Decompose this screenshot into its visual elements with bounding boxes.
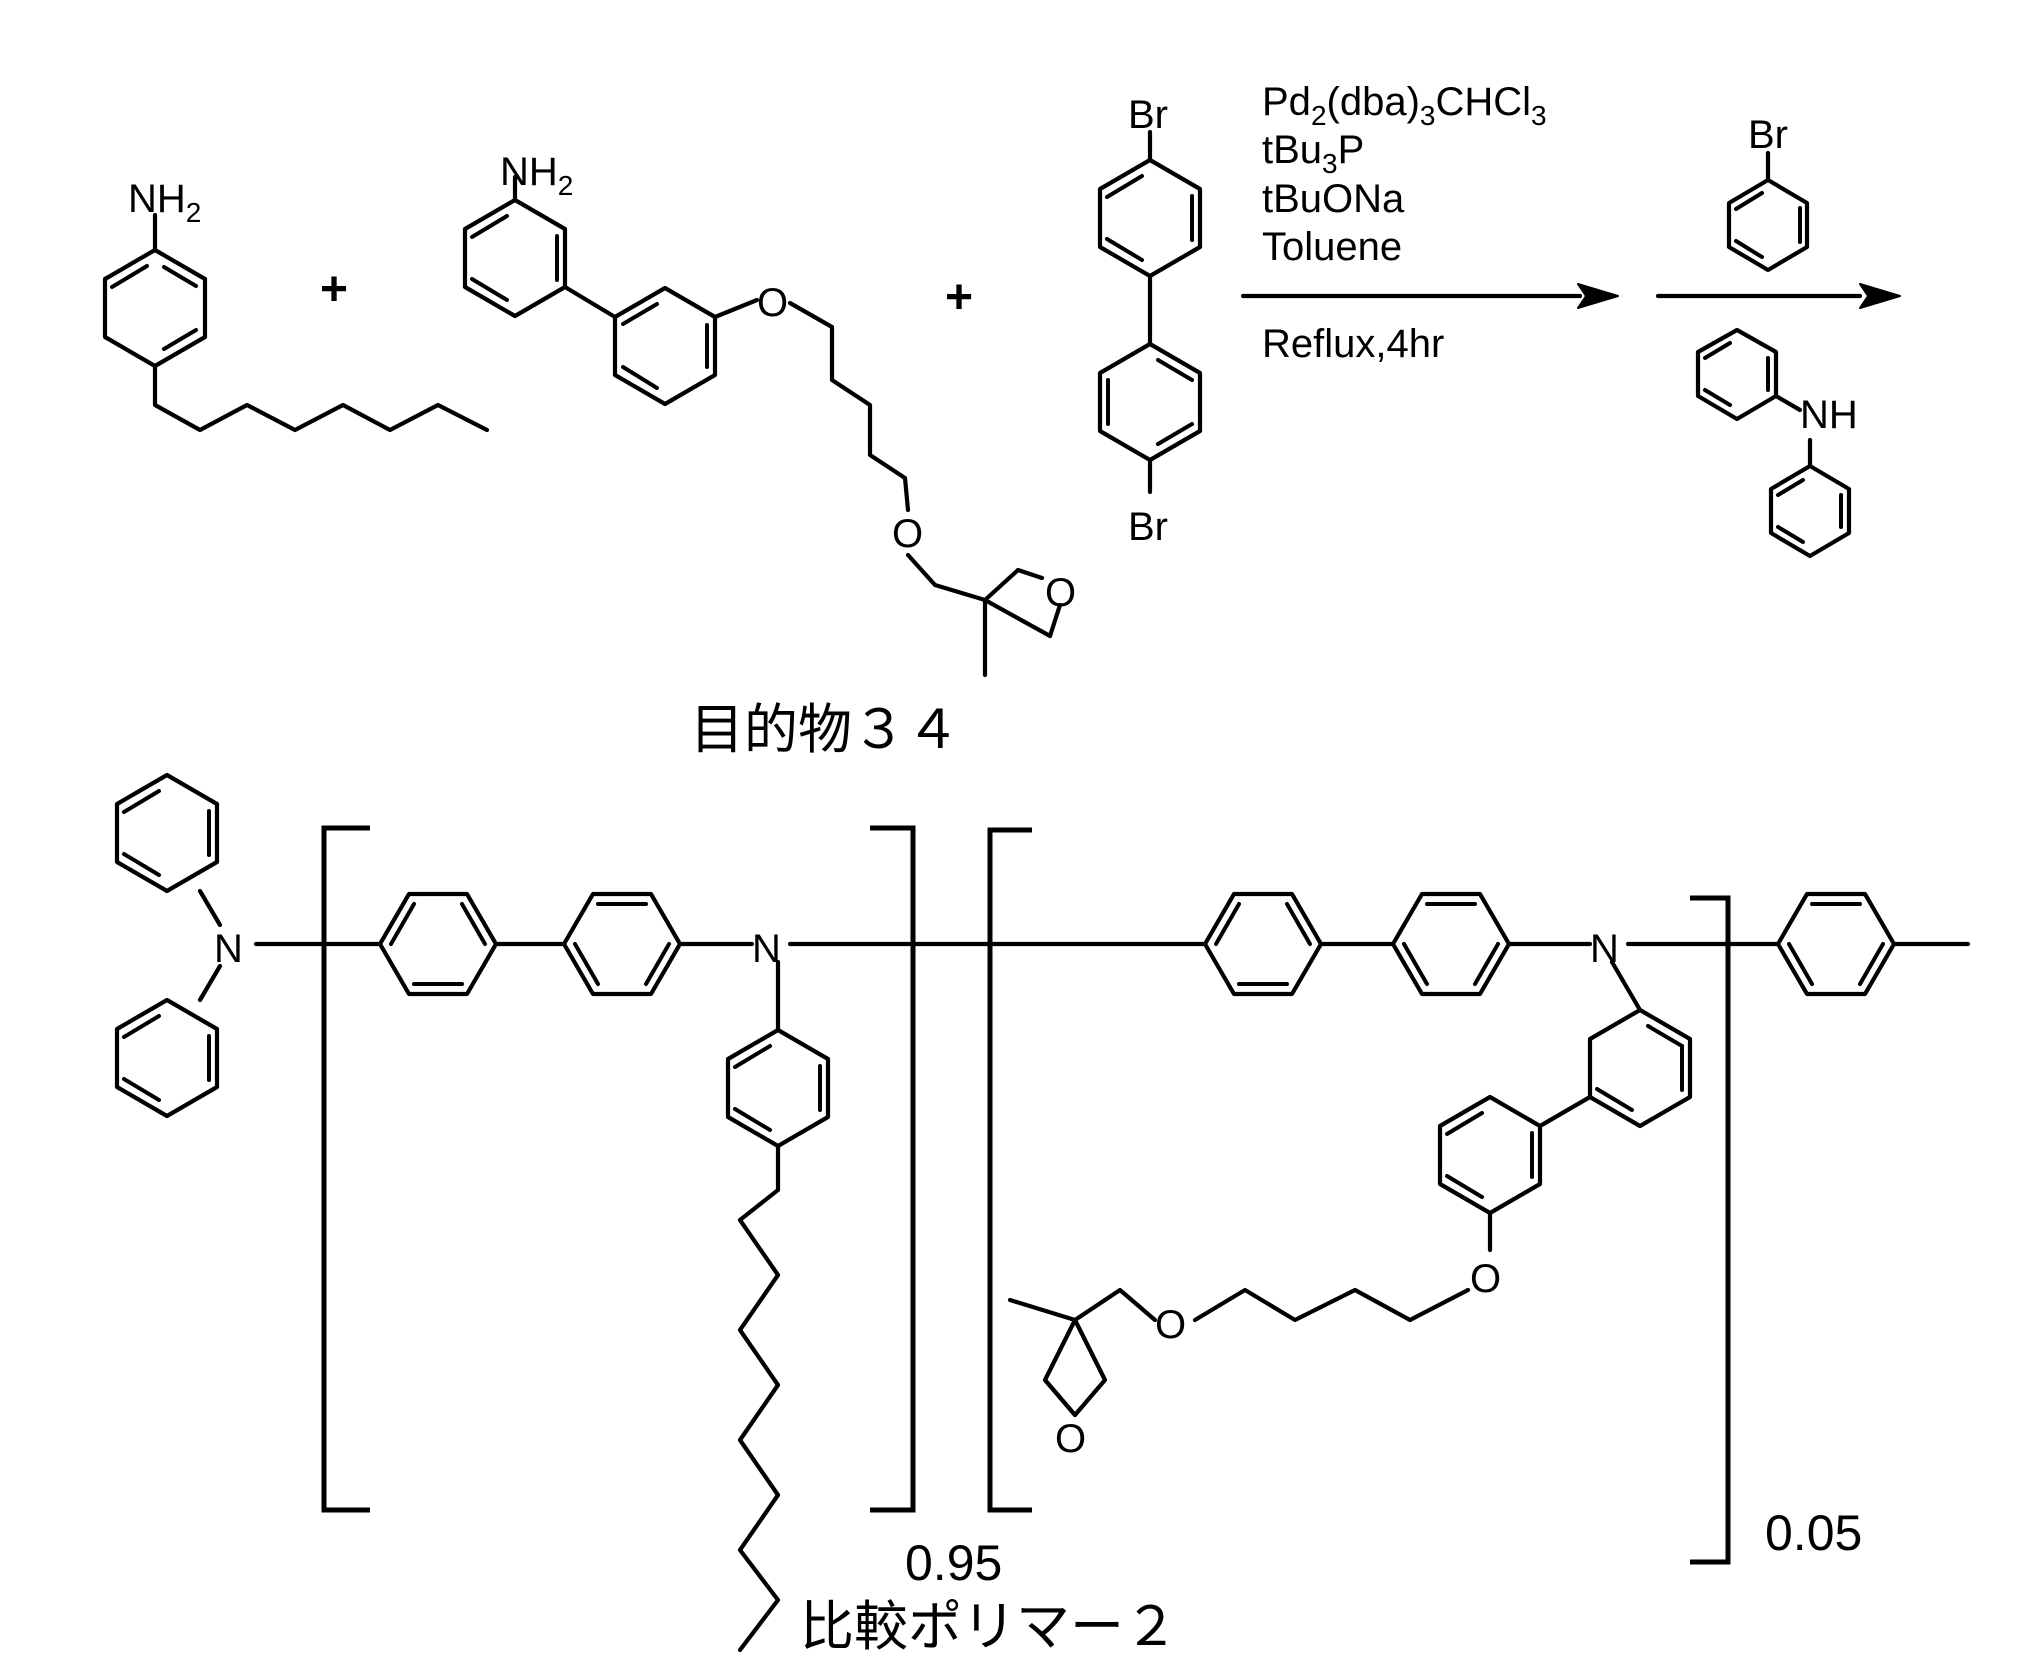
bromine-label: Br [1748, 113, 1788, 157]
ratio-unit-2: 0.05 [1765, 1505, 1862, 1561]
ether-oxygen: O [1155, 1303, 1186, 1347]
reaction-arrow-2 [1658, 284, 1900, 308]
intermediate-caption: 目的物３４ [690, 698, 960, 761]
reagent-oxetane-biphenylamine: NH2 O O O [465, 150, 1076, 675]
reaction-arrow-1 [1243, 284, 1618, 308]
plus-sign-2: + [945, 271, 973, 324]
nh2-label: NH2 [128, 177, 201, 228]
nh2-label: NH2 [500, 150, 573, 201]
bromine-label: Br [1128, 93, 1168, 137]
nitrogen-label: N [214, 927, 243, 971]
solvent-label: Toluene [1262, 225, 1402, 269]
ratio-unit-1: 0.95 [905, 1535, 1002, 1591]
reaction-conditions: Pd2(dba)3CHCl3 tBu3P tBuONa Toluene Refl… [1262, 80, 1547, 366]
reagent-octylaniline: NH2 [105, 177, 487, 430]
base-label: tBuONa [1262, 177, 1405, 221]
ether-oxygen: O [892, 512, 923, 556]
ether-oxygen: O [757, 281, 788, 325]
reagent-dibromobiphenyl: Br Br [1100, 93, 1200, 549]
endcap-bromobenzene: Br [1729, 113, 1807, 270]
oxetane-oxygen: O [1055, 1417, 1086, 1461]
polymer-structure: N N N [117, 775, 1968, 1650]
oxetane-oxygen: O [1045, 571, 1076, 615]
ether-oxygen: O [1470, 1257, 1501, 1301]
plus-sign-1: + [320, 263, 348, 316]
bromine-label: Br [1128, 505, 1168, 549]
polymer-caption: 比較ポリマー２ [800, 1595, 1178, 1658]
endcap-diphenylamine: NH [1698, 330, 1858, 556]
reflux-label: Reflux,4hr [1262, 322, 1444, 366]
ligand-label: tBu3P [1262, 128, 1364, 179]
nh-label: NH [1800, 393, 1858, 437]
catalyst-label: Pd2(dba)3CHCl3 [1262, 80, 1547, 131]
bracket-unit-1 [324, 828, 913, 1510]
